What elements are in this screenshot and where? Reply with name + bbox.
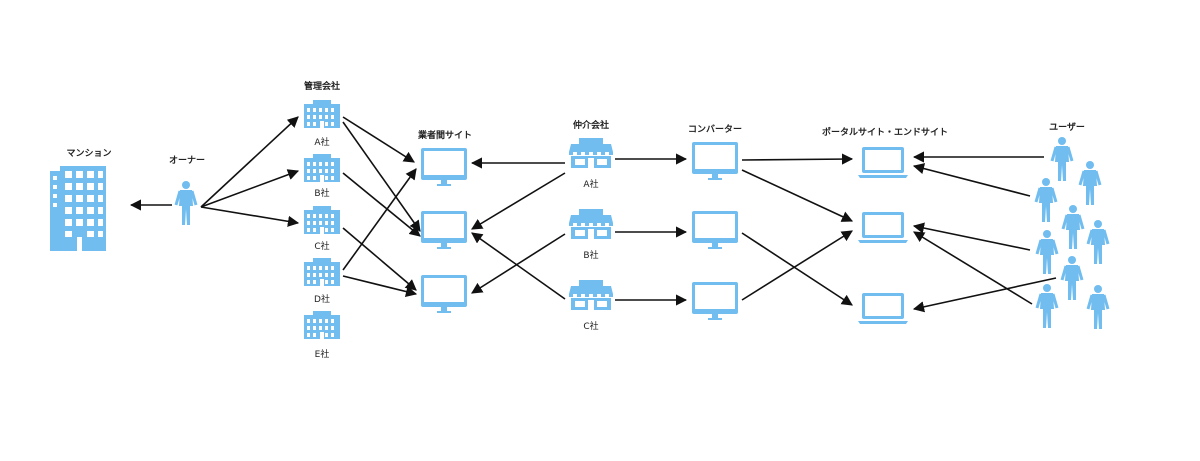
mansion-label: マンション <box>66 148 111 159</box>
arrow-user-3-to-portal-1 <box>912 163 1031 197</box>
b2b-site-1-monitor-icon <box>421 148 467 186</box>
management-company-b-label: B社 <box>314 187 329 199</box>
converter-3-monitor-icon <box>692 282 738 320</box>
brokers-title: 仲介会社 <box>573 119 609 131</box>
user-3-person-icon <box>1034 176 1058 224</box>
portal-sites-title: ポータルサイト・エンドサイト <box>822 126 948 138</box>
arrow-mgmt-a-to-b2b-1 <box>342 116 415 163</box>
flow-arrows <box>129 116 1057 313</box>
management-company-e-label: E社 <box>315 348 330 360</box>
management-company-d-icon <box>304 258 340 286</box>
broker-a-store-icon <box>569 138 613 168</box>
user-7-person-icon <box>1060 254 1084 302</box>
arrow-owner-to-mgmt-c <box>200 206 300 227</box>
arrow-owner-to-mgmt-a <box>200 116 299 208</box>
broker-c-store-icon <box>569 280 613 310</box>
user-4-person-icon <box>1061 203 1085 251</box>
arrow-broker-c-to-b2b-2 <box>471 232 566 300</box>
management-company-c-label: C社 <box>314 240 329 252</box>
management-company-title: 管理会社 <box>304 80 340 92</box>
owner-person-icon <box>174 179 198 227</box>
arrow-user-7-to-portal-3 <box>912 277 1057 313</box>
user-2-person-icon <box>1078 159 1102 207</box>
user-9-person-icon <box>1086 283 1110 331</box>
management-company-a-icon <box>304 100 340 128</box>
broker-b-store-icon <box>569 209 613 239</box>
management-company-a-label: A社 <box>314 136 329 148</box>
b2b-sites-title: 業者間サイト <box>417 129 472 141</box>
arrow-mgmt-c-to-b2b-3 <box>342 227 417 291</box>
converter-title: コンバーター <box>688 123 742 135</box>
broker-c-label: C社 <box>583 320 598 332</box>
converter-2-monitor-icon <box>692 211 738 249</box>
b2b-site-3-monitor-icon <box>421 275 467 313</box>
user-6-person-icon <box>1035 228 1059 276</box>
arrow-mgmt-b-to-b2b-2 <box>342 172 421 237</box>
users-title: ユーザー <box>1049 122 1085 133</box>
arrow-mgmt-d-to-b2b-3 <box>342 275 418 298</box>
arrow-mgmt-d-to-b2b-1 <box>342 168 417 271</box>
user-8-person-icon <box>1035 282 1059 330</box>
user-5-person-icon <box>1086 218 1110 266</box>
management-company-b-icon <box>304 154 340 182</box>
arrow-broker-b-to-b2b-3 <box>471 233 566 294</box>
b2b-site-2-monitor-icon <box>421 211 467 249</box>
arrow-mgmt-a-to-b2b-2 <box>342 121 421 232</box>
user-1-person-icon <box>1050 135 1074 183</box>
management-company-d-label: D社 <box>314 293 330 305</box>
arrow-converter-3-to-portal-2 <box>741 230 853 301</box>
portal-site-3-laptop-icon <box>858 293 908 324</box>
mansion-icon <box>50 166 106 251</box>
broker-b-label: B社 <box>583 249 598 261</box>
arrow-user-8-to-portal-2 <box>913 231 1033 305</box>
management-company-e-icon <box>304 311 340 339</box>
management-company-c-icon <box>304 206 340 234</box>
arrow-owner-to-mgmt-b <box>200 169 300 208</box>
owner-label: オーナー <box>169 155 205 166</box>
arrow-broker-a-to-b2b-2 <box>471 172 566 230</box>
portal-site-2-laptop-icon <box>858 212 908 243</box>
arrow-user-6-to-portal-2 <box>912 222 1031 251</box>
portal-site-1-laptop-icon <box>858 147 908 178</box>
broker-a-label: A社 <box>583 178 598 190</box>
arrow-converter-2-to-portal-3 <box>741 232 853 306</box>
arrow-converter-1-to-portal-2 <box>741 169 854 222</box>
converter-1-monitor-icon <box>692 142 738 180</box>
arrow-converter-1-to-portal-1 <box>741 153 854 165</box>
